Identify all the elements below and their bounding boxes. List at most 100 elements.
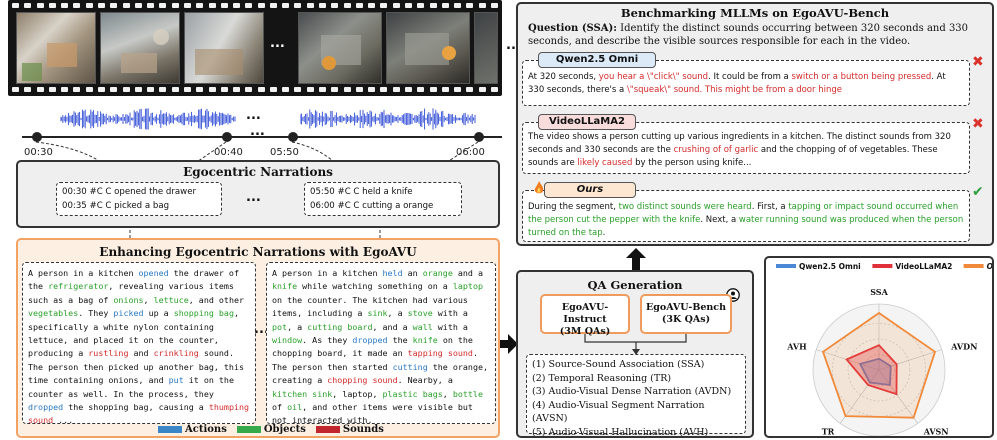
action-word: opened (138, 268, 169, 278)
qa-title: QA Generation (587, 278, 683, 292)
film-hole (380, 87, 388, 92)
film-hole (405, 3, 412, 8)
timeline-tick-3 (288, 132, 298, 142)
text-span: and a (452, 268, 483, 278)
radar-axis-label: SSA (870, 287, 888, 297)
film-hole (208, 87, 216, 92)
timeline-label-1: 00:30 (24, 147, 53, 158)
film-hole (159, 3, 167, 8)
object-word: kitchen sink (272, 388, 333, 399)
narrations-right-box: 05:50 #C C held a knife 06:00 #C C cutti… (304, 182, 462, 216)
text-span: , and other (188, 294, 245, 305)
object-word: onions (113, 294, 144, 305)
film-hole (331, 87, 339, 92)
object-word: laptop (452, 281, 483, 292)
film-hole (183, 3, 191, 8)
response-ours: During the segment, two distinct sounds … (522, 190, 970, 242)
video-frame-6 (474, 12, 498, 84)
film-perforations-bottom (12, 87, 498, 93)
egocentric-narrations-panel: Egocentric Narrations 00:30 #C C opened … (16, 160, 500, 228)
enhanced-paragraph-right: A person in a kitchen held an orange and… (266, 262, 496, 424)
radar-axis-label: AVH (786, 342, 807, 352)
object-word: oil (287, 402, 303, 413)
radar-legend-label: VideoLLaMA2 (895, 262, 952, 271)
timeline-tick-2 (222, 132, 232, 142)
object-word: two distinct sounds were heard (618, 202, 752, 212)
text-span: . They (78, 308, 114, 319)
arrow-right-icon (500, 334, 518, 354)
film-hole (183, 87, 191, 92)
film-hole (61, 3, 69, 8)
object-word: shopping bag (173, 308, 234, 319)
text-span: , and a (372, 321, 413, 332)
film-hole (245, 87, 253, 92)
text-span: the shopping bag, causing a (63, 402, 209, 413)
film-perforations-top (12, 3, 498, 9)
text-span: , specifically a white nylon containing … (28, 308, 239, 359)
film-hole (319, 87, 327, 92)
legend-swatch-sounds (315, 426, 340, 433)
film-hole (24, 87, 32, 92)
film-hole (282, 3, 290, 8)
sound-word: you hear a \"click\" sound (598, 72, 709, 82)
qa-task: (3) Audio-Visual Dense Narration (AVDN) (532, 386, 732, 398)
object-word: refrigerator (48, 281, 109, 292)
text-span: The video shows a person cutting up vari… (528, 132, 951, 155)
text-span: . Next, a (700, 215, 739, 225)
text-span: , a (287, 321, 308, 332)
film-hole (380, 3, 388, 8)
egoavu-instruct-card: EgoAVU-Instruct (3M QAs) (540, 294, 630, 337)
text-span: . As they (302, 335, 353, 346)
film-hole (319, 3, 327, 8)
film-hole (196, 3, 204, 8)
narration-line: 00:35 #C C picked a bag (62, 201, 170, 211)
sound-word: likely caused (577, 158, 633, 168)
film-hole (441, 87, 449, 92)
film-hole (478, 87, 486, 92)
film-hole (294, 87, 302, 92)
film-hole (159, 87, 167, 92)
sound-word: rustling (88, 348, 129, 359)
radar-series-polygon (845, 344, 898, 396)
film-hole (269, 87, 277, 92)
film-hole (466, 3, 474, 8)
film-hole (392, 3, 400, 8)
video-frame-4 (298, 12, 382, 84)
text-span: , revealing various items such as a bag … (28, 281, 234, 305)
film-hole (257, 3, 265, 8)
enhanced-gap-dots: ... (254, 322, 269, 337)
film-hole (12, 3, 19, 8)
radar-legend-swatch (963, 264, 984, 268)
sound-word: crushing of of garlic (673, 145, 759, 155)
action-word: held (382, 268, 403, 278)
film-hole (368, 87, 376, 92)
radar-series-polygon (858, 357, 892, 387)
film-hole (355, 87, 363, 92)
text-span: ... (53, 415, 74, 424)
radar-series-polygon (821, 311, 937, 419)
timeline-axis: ... (22, 124, 502, 142)
radar-spoke (878, 349, 942, 371)
film-hole (454, 3, 462, 8)
film-hole (36, 3, 44, 8)
timeline-label-4: 06:00 (456, 147, 485, 158)
film-hole (306, 3, 314, 8)
legend-sounds: Sounds (315, 424, 384, 435)
audio-waveform-left (60, 108, 236, 130)
film-hole (331, 3, 339, 8)
object-word: water running sound was produced when th… (528, 215, 964, 238)
text-span: , and other items were visible but not i… (272, 402, 473, 424)
object-word: stove (407, 308, 433, 319)
film-hole (220, 3, 228, 8)
text-span: , (442, 388, 453, 399)
text-span: . At 330 seconds, there's a (528, 72, 946, 95)
film-hole (294, 3, 302, 8)
text-span: . First, a (751, 202, 789, 212)
check-mark-icon: ✔ (972, 184, 984, 200)
text-span: , laptop, (332, 388, 383, 399)
film-hole (12, 87, 19, 92)
benchmark-panel: Benchmarking MLLMs on EgoAVU-Bench Quest… (516, 2, 994, 246)
film-hole (97, 87, 105, 92)
action-word: dropped (28, 402, 64, 413)
qa-task-list: (1) Source-Sound Association (SSA) (2) T… (526, 354, 746, 438)
